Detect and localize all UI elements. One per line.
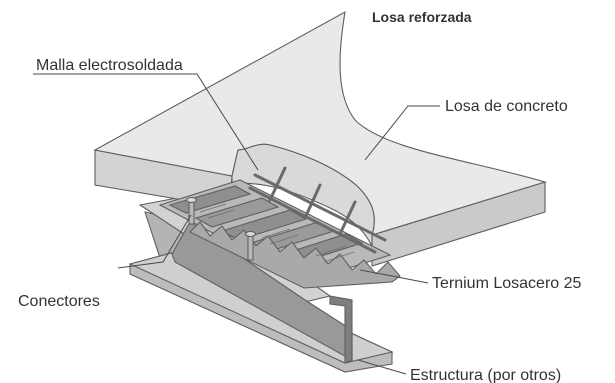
deck-rib-2 [194,197,280,228]
label-slab: Losa de concreto [445,98,568,115]
connector-2 [244,230,257,261]
deck-front-edge [189,221,401,289]
leader-connectors [117,214,192,269]
leader-deck [359,269,429,284]
label-structure: Estructura (por otros) [410,367,561,383]
leader-mesh [33,73,259,171]
slab-cut-face [231,143,375,247]
deck-embossing [199,203,355,263]
label-mesh: Malla electrosoldada [36,57,183,74]
leader-lines [33,73,440,375]
leader-slab [364,105,440,161]
leader-structure [357,359,407,375]
label-deck: Ternium Losacero 25 [432,275,582,292]
shear-connectors [185,196,257,261]
label-connectors: Conectores [18,293,100,310]
welded-wire-mesh [248,166,387,254]
beam-end-face [329,295,353,364]
connector-1 [185,196,198,225]
diagram-title: Losa reforzada [372,9,472,25]
